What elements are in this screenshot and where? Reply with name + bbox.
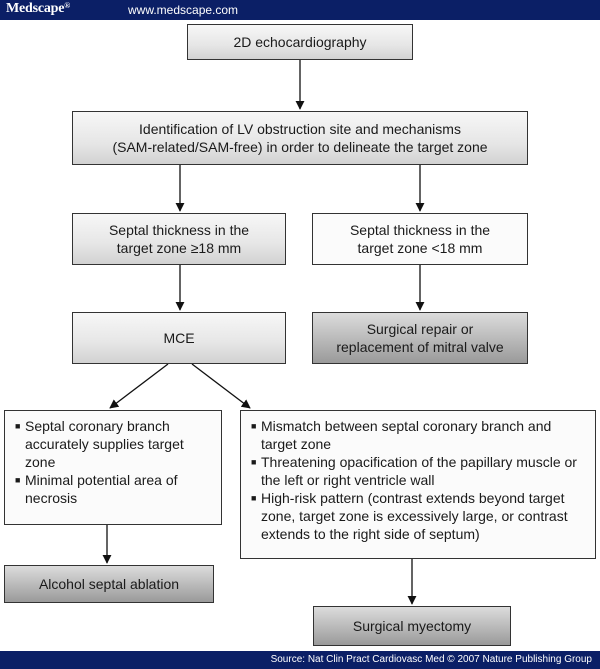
header-bar: Medscape® www.medscape.com <box>0 0 600 20</box>
criteria-item: ■ Minimal potential area of necrosis <box>15 471 211 507</box>
node-ablation-criteria: ■ Septal coronary branch accurately supp… <box>4 410 222 525</box>
flowchart: 2D echocardiography Identification of LV… <box>0 20 600 651</box>
node-septal-thickness-lt18-line-2: target zone <18 mm <box>357 240 483 256</box>
bullet-icon: ■ <box>15 475 21 485</box>
node-mce-label: MCE <box>163 330 195 346</box>
criteria-text: Minimal potential area of necrosis <box>25 472 178 506</box>
criteria-item: ■ High-risk pattern (contrast extends be… <box>251 489 585 543</box>
criteria-item: ■ Septal coronary branch accurately supp… <box>15 417 211 471</box>
bullet-icon: ■ <box>15 421 21 431</box>
site-url-link[interactable]: www.medscape.com <box>128 3 239 17</box>
criteria-text: High-risk pattern (contrast extends beyo… <box>261 490 568 542</box>
node-surgical-myectomy: Surgical myectomy <box>313 606 511 646</box>
node-identification-line-1: Identification of LV obstruction site an… <box>139 121 461 137</box>
node-septal-thickness-ge18-line-2: target zone ≥18 mm <box>116 240 242 256</box>
node-surgical-repair-line-1: Surgical repair or <box>366 321 474 337</box>
brand-name: Medscape <box>6 1 65 16</box>
node-mce: MCE <box>72 312 286 364</box>
node-myectomy-criteria: ■ Mismatch between septal coronary branc… <box>240 410 596 559</box>
node-2d-echocardiography-label: 2D echocardiography <box>233 34 367 50</box>
bullet-icon: ■ <box>251 493 257 503</box>
bullet-icon: ■ <box>251 457 257 467</box>
footer-bar: Source: Nat Clin Pract Cardiovasc Med © … <box>0 651 600 669</box>
criteria-text: Mismatch between septal coronary branch … <box>261 418 552 452</box>
node-identification: Identification of LV obstruction site an… <box>72 111 528 165</box>
node-surgical-repair-line-2: replacement of mitral valve <box>336 339 504 355</box>
node-septal-thickness-lt18: Septal thickness in the target zone <18 … <box>312 213 528 265</box>
arrow-mce-to-right-criteria <box>191 363 251 409</box>
node-identification-line-2: (SAM-related/SAM-free) in order to delin… <box>112 139 488 155</box>
registered-mark: ® <box>64 1 71 10</box>
criteria-text: Threatening opacification of the papilla… <box>261 454 577 488</box>
bullet-icon: ■ <box>251 421 257 431</box>
node-septal-thickness-ge18: Septal thickness in the target zone ≥18 … <box>72 213 286 265</box>
node-surgical-repair: Surgical repair or replacement of mitral… <box>312 312 528 364</box>
source-credit: Source: Nat Clin Pract Cardiovasc Med © … <box>270 654 592 665</box>
flow-arrows <box>102 60 425 605</box>
arrow-mce-to-left-criteria <box>109 363 169 409</box>
criteria-item: ■ Mismatch between septal coronary branc… <box>251 417 585 453</box>
node-surgical-myectomy-label: Surgical myectomy <box>352 618 472 634</box>
medscape-logo[interactable]: Medscape® <box>6 1 70 17</box>
node-alcohol-septal-ablation-label: Alcohol septal ablation <box>38 576 180 592</box>
node-septal-thickness-ge18-line-1: Septal thickness in the <box>108 222 250 238</box>
criteria-text: Septal coronary branch accurately suppli… <box>25 418 184 470</box>
node-2d-echocardiography: 2D echocardiography <box>187 24 413 60</box>
node-alcohol-septal-ablation: Alcohol septal ablation <box>4 565 214 603</box>
node-septal-thickness-lt18-line-1: Septal thickness in the <box>349 222 491 238</box>
criteria-item: ■ Threatening opacification of the papil… <box>251 453 585 489</box>
